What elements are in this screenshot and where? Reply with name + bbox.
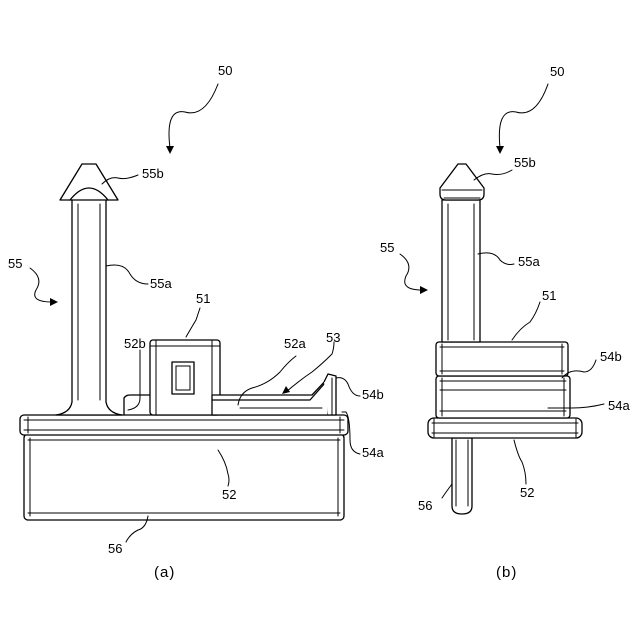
label-56-b: 56 bbox=[418, 498, 432, 513]
label-52a-a: 52a bbox=[284, 336, 306, 351]
top-plate-a bbox=[20, 415, 348, 435]
label-54b-b: 54b bbox=[600, 349, 622, 364]
label-55b-a: 55b bbox=[142, 166, 164, 181]
label-50-b: 50 bbox=[550, 64, 564, 79]
caption-b: (b) bbox=[496, 564, 517, 581]
plate-52-b bbox=[428, 418, 582, 438]
label-52b-a: 52b bbox=[124, 336, 146, 351]
label-55-b: 55 bbox=[380, 240, 394, 255]
label-54a-b: 54a bbox=[608, 398, 630, 413]
label-52-b: 52 bbox=[520, 485, 534, 500]
block-51-a bbox=[150, 340, 220, 415]
pin-56-b bbox=[452, 438, 472, 514]
label-54b-a: 54b bbox=[362, 387, 384, 402]
label-51-a: 51 bbox=[196, 291, 210, 306]
tip-55b-a bbox=[60, 164, 118, 200]
latch-53-a bbox=[212, 374, 336, 415]
label-55a-a: 55a bbox=[150, 276, 172, 291]
label-54a-a: 54a bbox=[362, 445, 384, 460]
tip-55b-b bbox=[440, 164, 484, 200]
base-52-a bbox=[24, 434, 344, 520]
wall-52b-a bbox=[124, 395, 150, 415]
block-51-b bbox=[436, 342, 568, 376]
view-a: 50 55b 55 55a 51 52b 52a 53 54b 54a 52 5… bbox=[8, 63, 384, 581]
label-51-b: 51 bbox=[542, 288, 556, 303]
view-b: 50 55b 55 55a 51 54b 54a 52 56 (b) bbox=[380, 64, 630, 581]
label-55a-b: 55a bbox=[518, 254, 540, 269]
label-55b-b: 55b bbox=[514, 155, 536, 170]
label-53-a: 53 bbox=[326, 330, 340, 345]
pin-55-b bbox=[442, 200, 480, 342]
pin-55-a bbox=[56, 200, 122, 415]
caption-a: (a) bbox=[154, 564, 175, 581]
block-54a-b bbox=[436, 376, 570, 418]
label-50-a: 50 bbox=[218, 63, 232, 78]
label-56-a: 56 bbox=[108, 541, 122, 556]
label-52-a: 52 bbox=[222, 487, 236, 502]
label-55-a: 55 bbox=[8, 256, 22, 271]
